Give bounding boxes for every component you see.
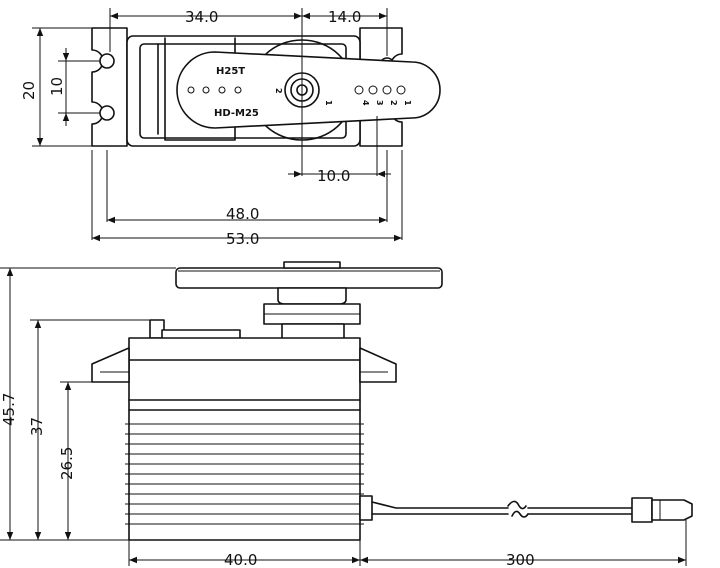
dim-overall-length: 53.0 (226, 230, 259, 248)
servo-connector (631, 497, 653, 523)
ear-hole-left-bottom (99, 105, 115, 121)
side-flange-left (91, 347, 130, 383)
dim-body-length: 40.0 (224, 551, 257, 568)
servo-case-side (128, 337, 361, 541)
dim-right-offset: 14.0 (328, 8, 361, 26)
arm-number-2: 2 (274, 88, 283, 94)
hole-number-1: 1 (403, 100, 412, 106)
top-view: H25T HD-M25 1 2 4 3 2 1 34.0 14 (20, 8, 441, 248)
horn-label-1: H25T (216, 66, 245, 77)
side-flange-right (359, 347, 397, 383)
hole-number-3: 3 (375, 100, 384, 106)
dim-body-width: 20 (20, 81, 38, 100)
dim-mount-spacing: 48.0 (226, 205, 259, 223)
side-view: 45.7 37 26.5 40.0 300 (0, 261, 693, 568)
arm-number-1: 1 (324, 100, 333, 106)
dim-mount-height: 26.5 (58, 447, 76, 480)
horn-label-2: HD-M25 (214, 108, 259, 119)
dim-ear-slot: 10 (48, 77, 66, 96)
servo-cable (371, 501, 509, 515)
hole-number-4: 4 (361, 100, 370, 106)
dim-body-height: 37 (28, 417, 46, 436)
dim-total-height: 45.7 (0, 393, 18, 426)
hole-number-2: 2 (389, 100, 398, 106)
dim-horn-hole-offset: 10.0 (317, 167, 350, 185)
heatsink-fins (125, 423, 364, 525)
mounting-flange (91, 27, 128, 147)
dim-output-offset: 34.0 (185, 8, 218, 26)
dim-cable-length: 300 (506, 551, 535, 568)
ear-hole-left-top (99, 53, 115, 69)
